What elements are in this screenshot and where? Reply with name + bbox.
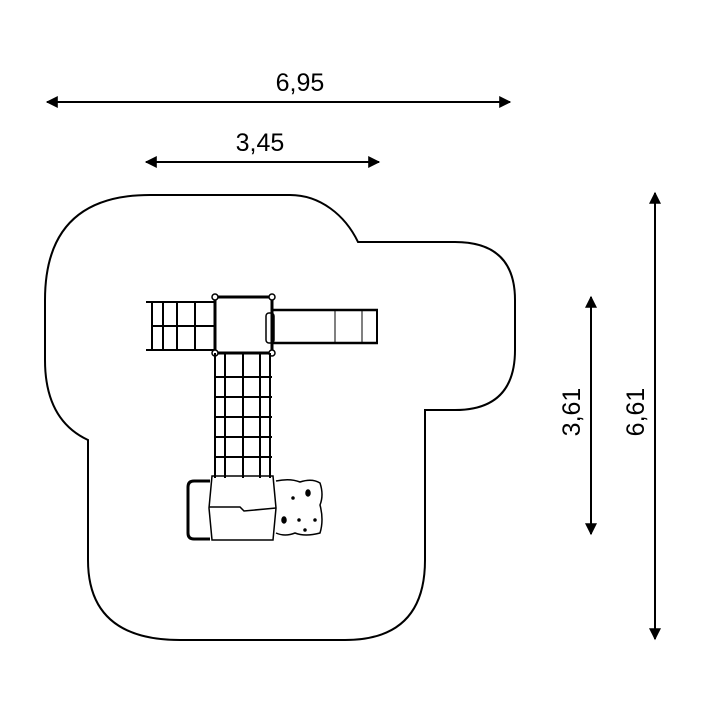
climbing-panel	[208, 475, 277, 541]
equipment-width-label: 3,45	[236, 129, 285, 157]
climbing-net	[214, 353, 272, 478]
overall-width-label: 6,95	[276, 69, 325, 97]
rock-wall	[275, 478, 323, 536]
safety-zone-outline	[44, 194, 516, 641]
platform-deck	[213, 295, 274, 355]
handrail	[186, 479, 210, 541]
slide	[265, 308, 378, 345]
overall-depth-label: 6,61	[622, 388, 650, 437]
play-equipment	[146, 293, 378, 541]
horizontal-ladder	[146, 301, 215, 351]
equipment-depth-label: 3,61	[558, 388, 586, 437]
